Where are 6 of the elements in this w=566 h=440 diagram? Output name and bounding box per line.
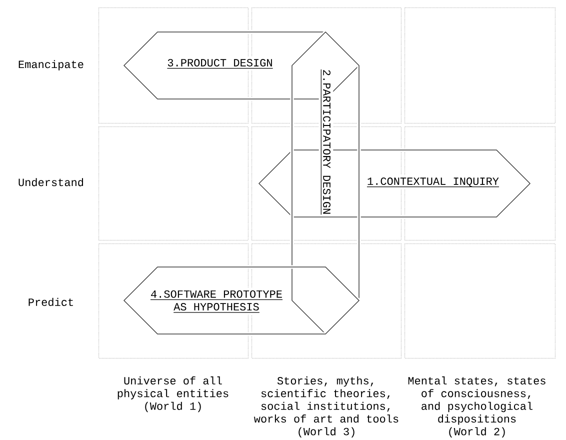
column-label: Stories, myths, scientific theories, social institutions, works of art and tools (World 3) — [254, 376, 398, 438]
row-label: Predict — [28, 298, 73, 306]
row-label: Understand — [18, 178, 84, 186]
row-label: Emancipate — [18, 60, 84, 70]
column-label: Mental states, states of consciousness, and psychological dispositions (World 2) — [408, 376, 546, 438]
column-label: Universe of all physical entities (World 1) — [118, 376, 228, 412]
